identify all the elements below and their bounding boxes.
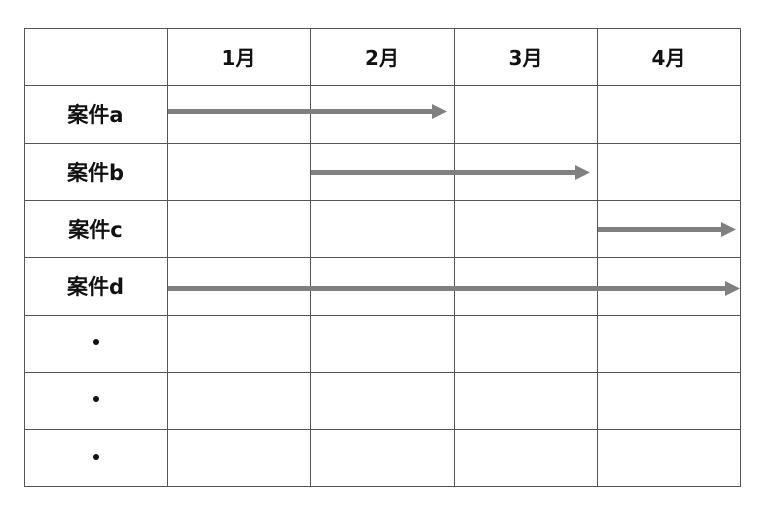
grid-line [24, 372, 741, 373]
arrow-head-icon [575, 165, 590, 180]
grid-line [24, 28, 741, 29]
arrow-head-icon [432, 104, 447, 119]
row-label: 案件d [66, 275, 125, 299]
row-label: 案件b [66, 160, 125, 185]
arrow-shaft [168, 109, 432, 114]
ellipsis-dot [93, 396, 99, 402]
arrow-shaft [311, 170, 575, 175]
arrow-head-icon [721, 222, 736, 237]
grid-line [24, 143, 741, 144]
column-header-month: 4月 [651, 46, 686, 70]
arrow-head-icon [725, 281, 740, 296]
grid-line [310, 28, 311, 487]
grid-line [454, 28, 455, 487]
column-header-month: 2月 [365, 46, 399, 70]
column-header-month: 3月 [508, 46, 543, 70]
ellipsis-dot [93, 454, 99, 460]
grid-line [740, 28, 741, 487]
grid-line [24, 429, 741, 430]
grid-line [24, 200, 741, 201]
grid-line [597, 28, 598, 487]
row-label: 案件a [67, 103, 124, 127]
column-header-month: 1月 [221, 46, 256, 70]
grid-line [24, 257, 741, 258]
grid-line [167, 28, 168, 487]
arrow-shaft [168, 286, 725, 291]
grid-line [24, 85, 741, 86]
ellipsis-dot [93, 339, 99, 345]
grid-line [24, 486, 741, 487]
grid-line [24, 28, 25, 487]
row-label: 案件c [68, 217, 123, 242]
grid-line [24, 315, 741, 316]
arrow-shaft [598, 227, 721, 232]
